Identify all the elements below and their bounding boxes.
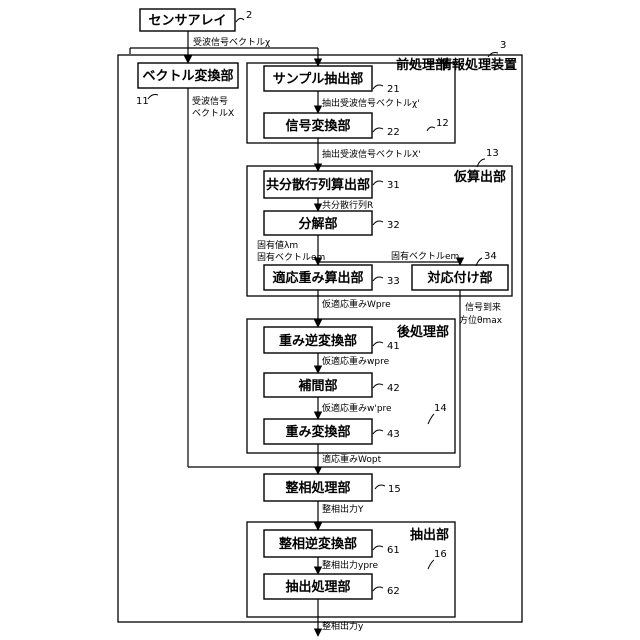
arrival-label-1: 信号到来: [465, 301, 501, 313]
ref-16: 16: [434, 549, 447, 560]
ref-43: 43: [387, 429, 400, 440]
ref-34: 34: [484, 251, 497, 262]
ref-31-lead: [373, 181, 383, 185]
ref-13: 13: [486, 148, 499, 159]
phasing-y-label: 整相出力y: [322, 620, 364, 632]
ref-62-lead: [373, 587, 383, 591]
phasing-inverse-label: 整相逆変換部: [278, 536, 357, 552]
phasing-Y-label: 整相出力Y: [322, 503, 364, 515]
ref-41-lead: [373, 342, 383, 346]
eigvec-left-label: 固有ベクトルem: [257, 251, 325, 263]
ref-21: 21: [387, 84, 400, 95]
ref-2: 2: [246, 10, 252, 21]
ref-11-lead: [148, 95, 158, 100]
decompose-label: 分解部: [298, 216, 337, 232]
ref-42-lead: [373, 384, 383, 388]
cov-R-label: 共分散行列R: [322, 199, 373, 211]
ref-32-lead: [373, 221, 383, 225]
ref-61-lead: [373, 546, 383, 550]
extraction-title: 抽出部: [410, 527, 449, 543]
phasing-ypre-label: 整相出力ypre: [322, 559, 379, 571]
cov-calc-label: 共分散行列算出部: [266, 177, 370, 193]
ref-21-lead: [373, 85, 383, 89]
ref-61: 61: [387, 545, 400, 556]
signal-transform-label: 信号変換部: [285, 118, 350, 134]
interpolation-label: 補間部: [297, 378, 337, 394]
ref-14-lead: [428, 414, 434, 424]
arrival-label-2: 方位θmax: [459, 314, 503, 326]
ref-33: 33: [387, 276, 400, 287]
ref-15: 15: [388, 484, 401, 495]
ref-15-lead: [375, 485, 385, 489]
ref-2-lead: [236, 18, 244, 22]
extract-proc-label: 抽出処理部: [285, 579, 350, 595]
ref-12: 12: [436, 118, 449, 129]
ref-31: 31: [387, 180, 400, 191]
vector-transform-label: ベクトル変換部: [142, 68, 233, 84]
postprocess-title: 後処理部: [397, 324, 449, 340]
weight-inverse-label: 重み逆変換部: [279, 333, 357, 349]
recv-vec-chi-label: 受波信号ベクトルχ: [193, 36, 270, 48]
ref-11: 11: [136, 96, 149, 107]
provisional-W-label: 仮適応重みWpre: [322, 298, 391, 310]
weight-transform-label: 重み変換部: [285, 424, 350, 440]
eigvec-right-label: 固有ベクトルem: [391, 250, 459, 262]
ref-41: 41: [387, 341, 400, 352]
ref-42: 42: [387, 383, 400, 394]
ref-16-lead: [428, 560, 434, 569]
info-device-title: 情報処理装置: [439, 57, 517, 73]
ref-32: 32: [387, 220, 400, 231]
provisional-w-label: 仮適応重みwpre: [322, 355, 390, 367]
eigval-label: 固有値λm: [257, 239, 298, 251]
sample-extract-label: サンプル抽出部: [273, 71, 364, 87]
provisional-w2-label: 仮適応重みw'pre: [322, 402, 392, 414]
ref-62: 62: [387, 586, 400, 597]
ref-3: 3: [500, 40, 506, 51]
recv-vec-X-label-1: 受波信号: [192, 95, 228, 107]
provisional-calc-title: 仮算出部: [453, 169, 506, 185]
ref-43-lead: [373, 430, 383, 434]
correspondence-label: 対応付け部: [426, 270, 492, 286]
ref-22-lead: [373, 128, 383, 132]
extracted-X-label: 抽出受波信号ベクトルX': [322, 148, 421, 160]
adaptive-wopt-label: 適応重みWopt: [322, 453, 382, 465]
ref-22: 22: [387, 127, 400, 138]
ref-14: 14: [434, 403, 447, 414]
extracted-chi-label: 抽出受波信号ベクトルχ': [322, 97, 420, 109]
recv-vec-X-label-2: ベクトルX: [192, 108, 234, 119]
sensor-array-label: センサアレイ: [148, 14, 226, 29]
adaptive-weight-label: 適応重み算出部: [272, 270, 363, 286]
ref-12-lead: [427, 127, 435, 131]
ref-33-lead: [373, 277, 383, 281]
phasing-label: 整相処理部: [284, 480, 350, 496]
